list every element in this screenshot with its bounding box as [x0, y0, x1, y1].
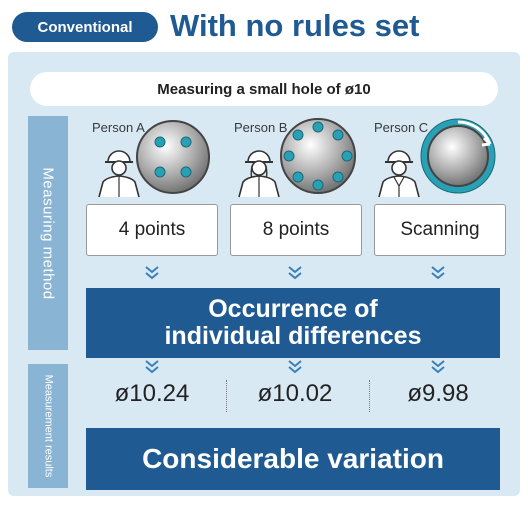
method-label: Scanning — [400, 219, 480, 240]
person-icon — [238, 150, 280, 198]
hole-icon — [420, 118, 496, 194]
method-box-person-b: 8 points — [230, 204, 362, 256]
subheader: Measuring a small hole of ø10 — [30, 72, 498, 106]
sidebar-measurement-results: Measurement results — [28, 364, 68, 488]
person-c-label: Person C — [374, 120, 429, 135]
method-label: 8 points — [262, 219, 330, 240]
hole-icon — [136, 120, 210, 194]
considerable-variation-banner: Considerable variation — [86, 428, 500, 490]
method-box-person-c: Scanning — [374, 204, 506, 256]
banner-bottom-label: Considerable variation — [142, 443, 444, 474]
chevron-down-icon — [145, 360, 159, 374]
conventional-badge: Conventional — [12, 12, 158, 42]
individual-differences-banner: Occurrence of individual differences — [86, 288, 500, 358]
method-label: 4 points — [118, 219, 186, 240]
chevron-down-icon — [288, 360, 302, 374]
banner-line-2: individual differences — [164, 322, 422, 350]
person-a-label: Person A — [92, 120, 145, 135]
chevron-down-icon — [288, 266, 302, 280]
person-b-label: Person B — [234, 120, 288, 135]
chevron-down-icon — [431, 360, 445, 374]
sidebar-results-label: Measurement results — [42, 374, 54, 478]
result-person-a: ø10.24 — [114, 380, 190, 407]
result-person-c: ø9.98 — [407, 380, 469, 407]
person-icon — [98, 150, 140, 198]
sidebar-method-label: Measuring method — [39, 166, 57, 300]
hole-icon — [280, 118, 356, 194]
person-icon — [378, 150, 420, 198]
page-title: With no rules set — [170, 8, 420, 43]
banner-line-1: Occurrence of — [208, 295, 378, 323]
chevron-down-icon — [431, 266, 445, 280]
result-person-b: ø10.02 — [257, 380, 333, 407]
method-box-person-a: 4 points — [86, 204, 218, 256]
result-divider — [369, 380, 370, 412]
result-divider — [226, 380, 227, 412]
chevron-down-icon — [145, 266, 159, 280]
sidebar-measuring-method: Measuring method — [28, 116, 68, 350]
